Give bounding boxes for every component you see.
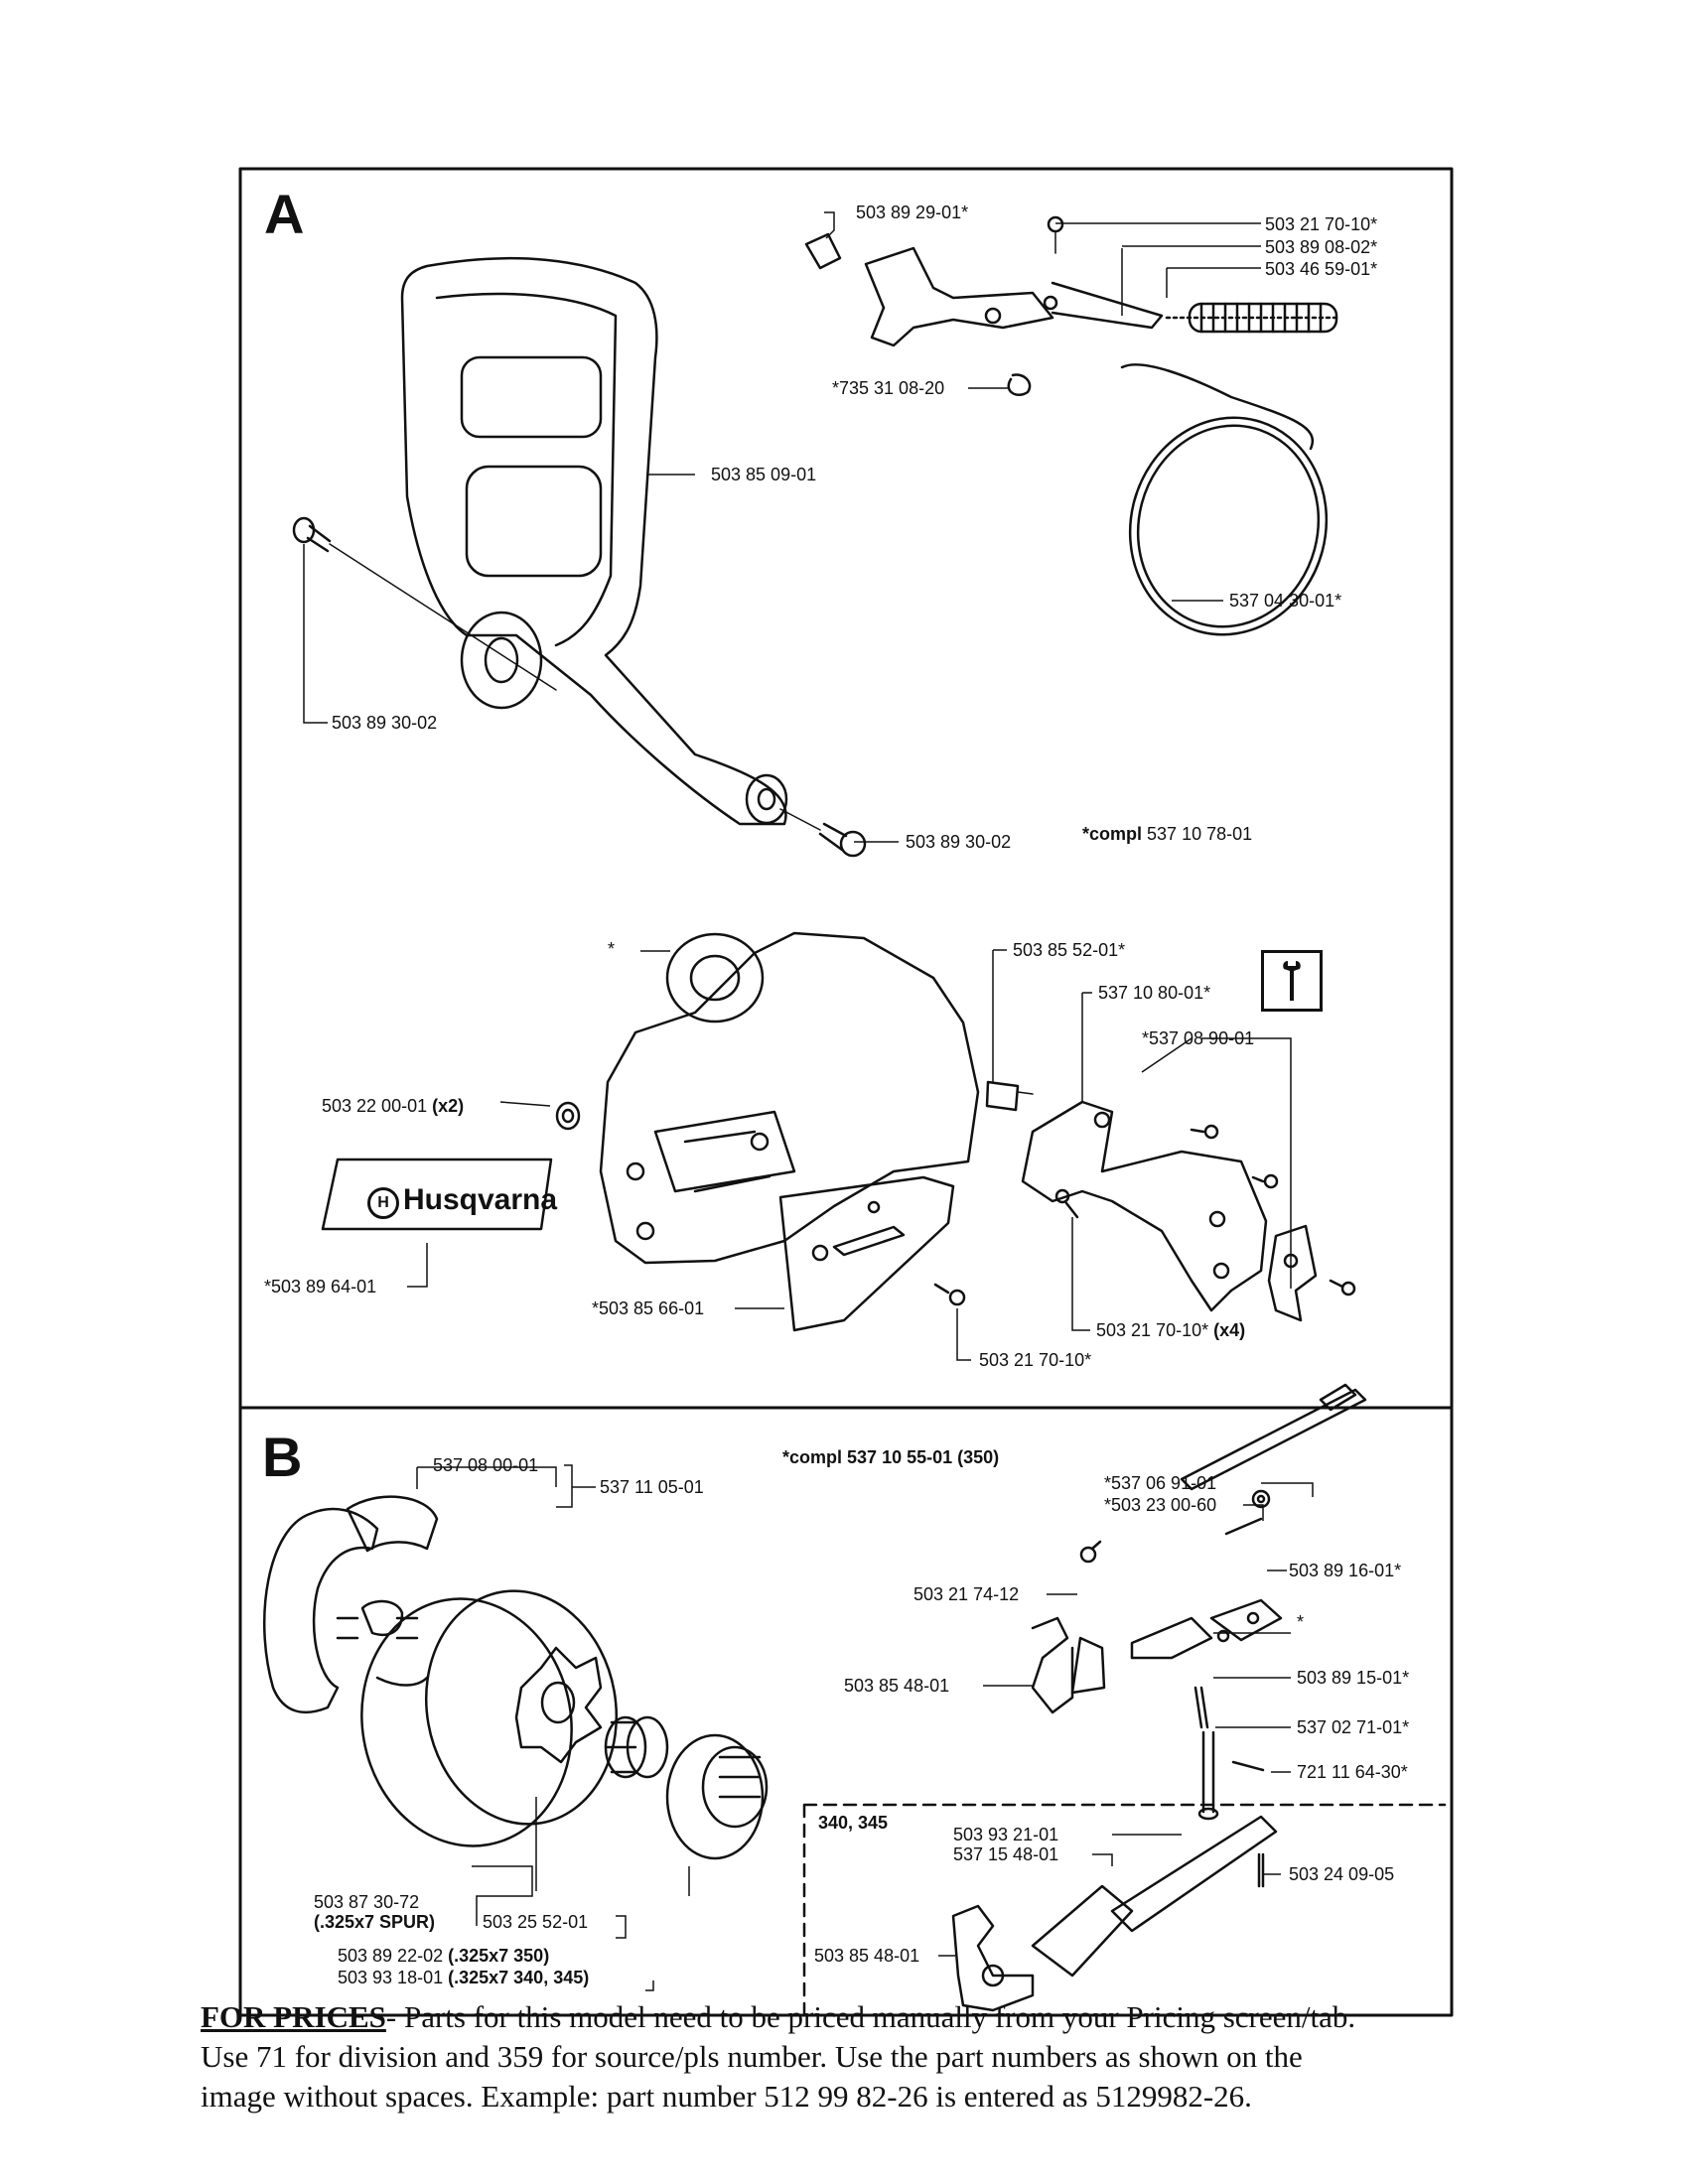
variant-dashed-box [802, 1803, 1447, 2015]
asterisk-marker: * [1297, 1612, 1305, 1632]
qty-x4: (x4) [1213, 1320, 1246, 1340]
decal-drawing [321, 1158, 553, 1231]
spring-drawing [1188, 302, 1338, 334]
asterisk-marker: * [608, 939, 616, 959]
wrench-icon [1283, 961, 1301, 1001]
clutch-cover-drawing [599, 931, 980, 1265]
footer-line-1-text: - Parts for this model need to be priced… [385, 1999, 1356, 2034]
small-screws-drawing [555, 1101, 1356, 1306]
part-number: 503 21 70-10* [1096, 1320, 1209, 1340]
pricing-instructions: FOR PRICES- Parts for this model need to… [201, 1997, 1491, 2116]
part-label: 503 93 21-01 [953, 1825, 1059, 1844]
compl-number: 537 10 78-01 [1147, 824, 1253, 844]
oil-pump-drawing [1031, 1383, 1367, 1821]
footer-line-1: FOR PRICES- Parts for this model need to… [201, 1997, 1491, 2037]
part-label: 503 85 09-01 [711, 465, 817, 484]
part-label: 503 46 59-01* [1265, 259, 1378, 279]
frame-border [238, 167, 1454, 2017]
qty-x2: (x2) [432, 1096, 465, 1116]
bolt-lower-drawing [779, 808, 867, 858]
part-label-with-qty: 503 22 00-01 (x2) [322, 1096, 464, 1116]
part-label: 503 87 30-72 [314, 1892, 420, 1912]
sprocket-drawing [665, 1733, 769, 1860]
compl-note-b: *compl 537 10 55-01 (350) [782, 1447, 999, 1467]
compl-note-a: *compl 537 10 78-01 [1082, 824, 1252, 844]
part-label: *503 85 66-01 [592, 1298, 705, 1318]
drum-note-340: (.325x7 340, 345) [448, 1968, 590, 1987]
part-label: 503 21 70-10* [1265, 214, 1378, 234]
part-label: 503 89 30-02 [906, 832, 1012, 852]
brake-band-drawing [1120, 363, 1329, 636]
compl-prefix: *compl [1082, 824, 1143, 844]
part-label: 537 10 80-01* [1098, 983, 1211, 1003]
part-label: 537 08 00-01 [433, 1455, 539, 1475]
compl-text: 537 10 55-01 (350) [847, 1447, 1000, 1467]
part-label: 537 15 48-01 [953, 1844, 1059, 1864]
part-label: 503 21 70-10* [979, 1350, 1092, 1370]
variant-pump-drawing [951, 1815, 1278, 2012]
tool-icon-box [1261, 950, 1323, 1012]
clip-drawing [1007, 373, 1032, 396]
part-label: 537 02 71-01* [1297, 1717, 1410, 1737]
part-label: 503 21 74-12 [913, 1584, 1020, 1604]
brand-text: Husqvarna [403, 1183, 558, 1216]
part-label: 537 11 05-01 [600, 1477, 704, 1497]
footer-line-3: image without spaces. Example: part numb… [201, 2079, 1252, 2114]
part-label: 503 85 48-01 [844, 1676, 950, 1696]
part-label: 503 85 52-01* [1013, 940, 1126, 960]
clutch-drawing [263, 1495, 439, 1714]
part-label: 537 04 30-01* [1229, 591, 1342, 611]
part-label: *735 31 08-20 [832, 378, 945, 398]
part-label: 503 24 09-05 [1289, 1864, 1395, 1884]
part-label: *537 08 90-01 [1142, 1028, 1255, 1048]
part-label-with-note: 503 93 18-01 (.325x7 340, 345) [338, 1968, 589, 1987]
stud-drawing [985, 1080, 1034, 1112]
part-number: 503 93 18-01 [338, 1968, 444, 1987]
part-label: *503 89 64-01 [264, 1277, 377, 1297]
part-label: 503 89 30-02 [332, 713, 438, 733]
part-label: 503 89 16-01* [1289, 1561, 1402, 1580]
part-label: *503 23 00-60 [1104, 1495, 1217, 1515]
part-label-with-note: 503 89 22-02 (.325x7 350) [338, 1946, 549, 1966]
husqvarna-logo-icon: H [367, 1187, 399, 1219]
part-label: 503 89 08-02* [1265, 237, 1378, 257]
spur-note: (.325x7 SPUR) [314, 1912, 436, 1932]
variant-models-note: 340, 345 [818, 1813, 889, 1833]
compl-prefix: *compl [782, 1447, 843, 1467]
part-label: 503 85 48-01 [814, 1946, 920, 1966]
clutch-drum-drawing [360, 1589, 619, 1847]
panel-b-letter: B [262, 1426, 303, 1488]
plate-drawing [778, 1175, 955, 1332]
part-number: 503 89 22-02 [338, 1946, 444, 1966]
needle-bearing-drawing [604, 1715, 669, 1779]
part-label: 503 89 15-01* [1297, 1668, 1410, 1688]
bolt-left-drawing [292, 516, 557, 691]
part-label: *537 06 91-01 [1104, 1473, 1217, 1493]
chain-guard-drawing [1021, 1100, 1318, 1322]
part-label: 503 89 29-01* [856, 203, 969, 222]
panel-a-letter: A [264, 183, 305, 245]
footer-heading: FOR PRICES [201, 1999, 386, 2034]
footer-line-2: Use 71 for division and 359 for source/p… [201, 2039, 1303, 2074]
part-label: 721 11 64-30* [1297, 1762, 1408, 1782]
brake-lever-drawing [804, 215, 1342, 347]
part-label-with-qty: 503 21 70-10* (x4) [1096, 1320, 1245, 1340]
chain-brake-handle-drawing [400, 256, 788, 826]
part-number: 503 22 00-01 [322, 1096, 428, 1116]
drum-note-350: (.325x7 350) [448, 1946, 550, 1966]
part-label: 503 25 52-01 [483, 1912, 589, 1932]
